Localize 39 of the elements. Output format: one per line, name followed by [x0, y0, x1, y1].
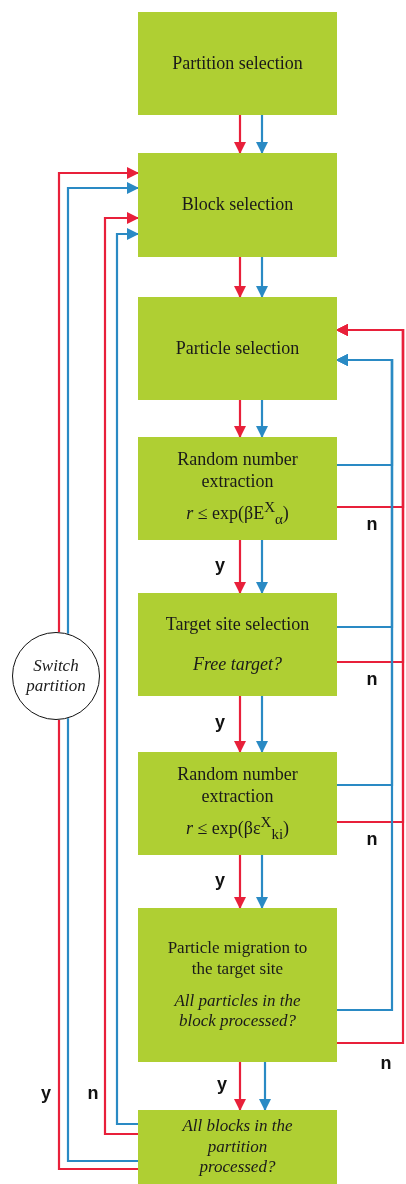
connector-arrow	[234, 1062, 246, 1111]
process-box	[138, 752, 337, 855]
box-text: Random number extraction	[176, 449, 299, 493]
question-text: All blocks in the partition processed?	[180, 1116, 294, 1178]
box-text: Block selection	[181, 194, 294, 216]
box-text: Target site selection	[165, 613, 310, 636]
connector-arrow	[256, 696, 268, 753]
connector-arrow	[234, 115, 246, 154]
connector-arrow	[234, 400, 246, 438]
question-text: Switch partition	[24, 655, 87, 697]
connector-arrow	[234, 540, 246, 594]
process-box	[138, 1110, 337, 1184]
box-text: Particle migration to the target site	[166, 938, 309, 979]
process-box	[138, 593, 337, 696]
connector-arrow	[256, 115, 268, 154]
box-text: Random number extraction	[176, 764, 299, 808]
process-box	[138, 297, 337, 400]
process-box	[138, 908, 337, 1062]
connector-arrow	[256, 400, 268, 438]
connector-arrow	[256, 257, 268, 298]
connector-arrow	[115, 228, 139, 1126]
connector-arrow	[256, 540, 268, 594]
box-text: r ≤ exp(βε$^{X}$$_{ki}$)	[185, 813, 290, 843]
process-box	[138, 437, 337, 540]
box-text: Particle selection	[175, 337, 300, 360]
connector-arrow	[234, 855, 246, 909]
connector-arrow	[259, 1062, 271, 1111]
question-text: Free target?	[192, 653, 283, 676]
connector-arrow	[234, 696, 246, 753]
connector-arrow	[103, 212, 139, 1136]
process-box	[138, 153, 337, 257]
box-text: r ≤ exp(βE$^{X}$$_{α}$)	[186, 498, 289, 528]
question-text: All particles in the block processed?	[172, 991, 302, 1032]
box-text: Partition selection	[172, 52, 303, 75]
connector-arrow	[234, 257, 246, 298]
connector-arrow	[336, 354, 394, 1012]
connector-arrow	[336, 324, 405, 1045]
process-box	[138, 12, 337, 115]
connector-arrow	[256, 855, 268, 909]
